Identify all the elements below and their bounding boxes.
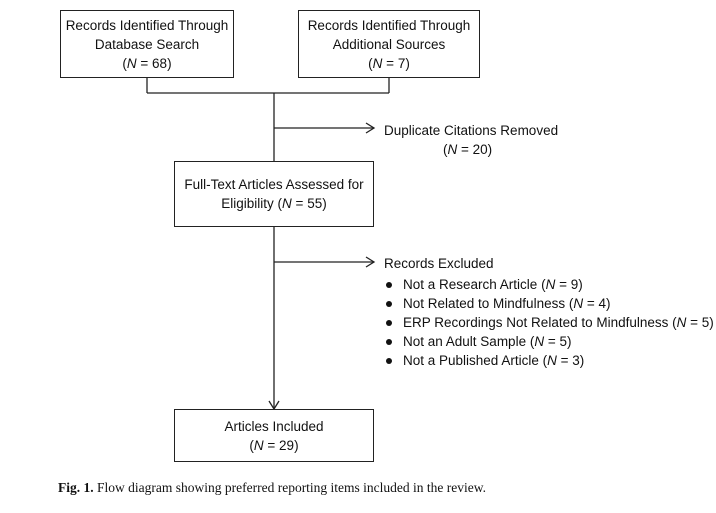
excluded-item: Not an Adult Sample (N = 5) [384,332,714,351]
excluded-item: Not Related to Mindfulness (N = 4) [384,294,714,313]
included-line1: Articles Included [224,418,324,434]
caption-text: Flow diagram showing preferred reporting… [97,480,487,495]
arrowhead-dup [365,122,376,134]
figure-label: Fig. 1. [58,480,94,495]
figure-caption: Fig. 1. Flow diagram showing preferred r… [58,480,486,496]
fulltext-line2: Eligibility (N = 55) [221,196,327,211]
excluded-item: Not a Research Article (N = 9) [384,275,714,294]
fulltext-line1: Full-Text Articles Assessed for [184,177,364,192]
duplicates-count: (N = 20) [443,142,493,157]
excluded-item: Not a Published Article (N = 3) [384,351,714,370]
additional-line1: Records Identified Through [307,17,471,33]
additional-count: (N = 7) [368,55,410,71]
included-count: (N = 29) [249,437,299,453]
arrowhead-excl [365,256,376,268]
database-line1: Records Identified Through [65,17,229,33]
database-count: (N = 68) [122,55,172,71]
records-additional-box: Records Identified Through Additional So… [298,10,480,78]
excluded-list: Not a Research Article (N = 9) Not Relat… [384,275,714,370]
excluded-item: ERP Recordings Not Related to Mindfulnes… [384,313,714,332]
additional-line2: Additional Sources [332,36,446,52]
duplicates-label: Duplicate Citations Removed [384,123,559,138]
database-line2: Database Search [94,36,200,52]
records-database-box: Records Identified Through Database Sear… [60,10,234,78]
fulltext-assessed-box: Full-Text Articles Assessed for Eligibil… [174,161,374,227]
excluded-title: Records Excluded [384,256,494,271]
articles-included-box: Articles Included (N = 29) [174,409,374,462]
